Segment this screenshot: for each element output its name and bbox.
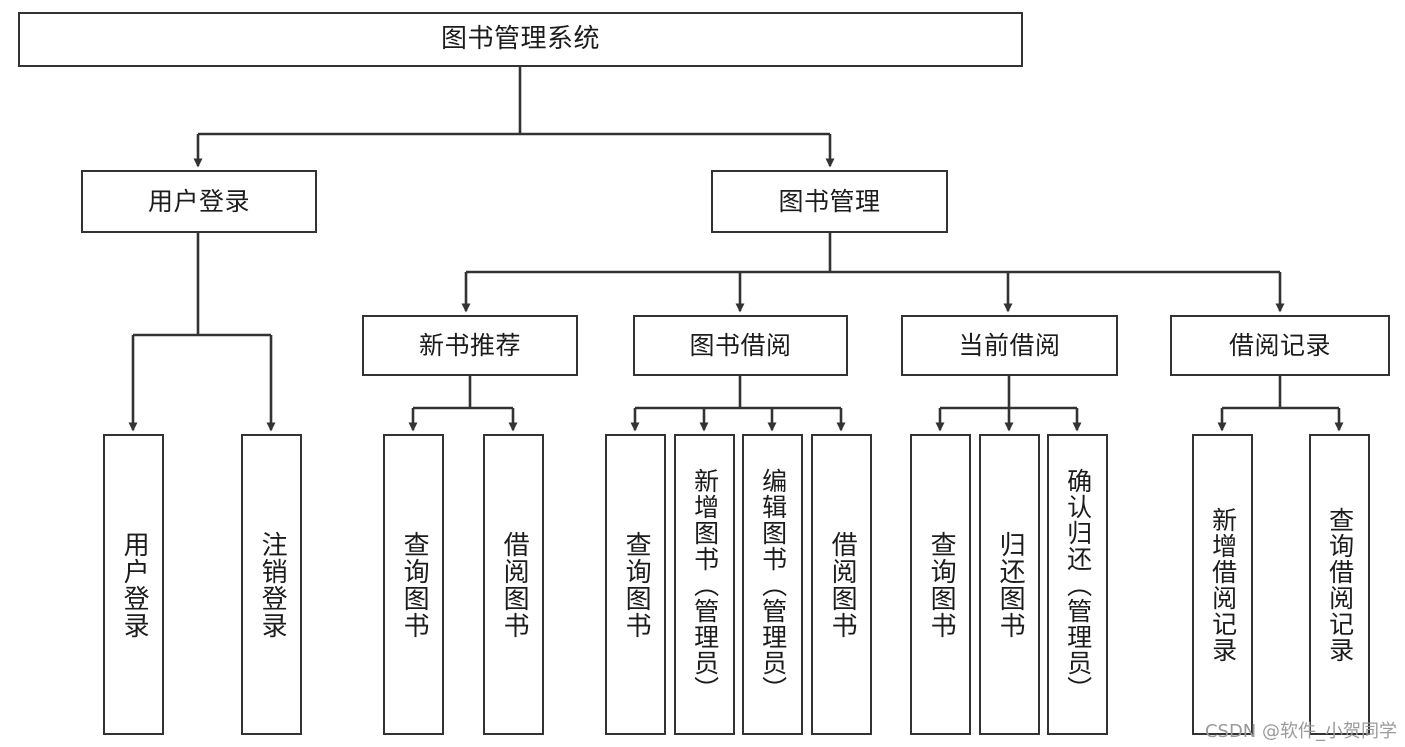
node-leaf-logout[interactable]: 注销登录: [241, 434, 302, 735]
node-leaf-query-borrow-record[interactable]: 查询借阅记录: [1309, 434, 1370, 735]
node-leaf-borrow-book-2-label: 借阅图书: [827, 530, 858, 639]
node-root-label: 图书管理系统: [440, 24, 600, 55]
node-leaf-confirm-return-admin[interactable]: 确认归还（管理员）: [1047, 434, 1108, 735]
node-root[interactable]: 图书管理系统: [18, 12, 1023, 67]
node-leaf-return-book[interactable]: 归还图书: [979, 434, 1040, 735]
node-user-login[interactable]: 用户登录: [81, 170, 317, 233]
node-leaf-query-book-3[interactable]: 查询图书: [910, 434, 971, 735]
node-leaf-return-book-label: 归还图书: [995, 530, 1026, 639]
node-leaf-add-borrow-record[interactable]: 新增借阅记录: [1192, 434, 1253, 735]
node-current-borrow-label: 当前借阅: [958, 330, 1061, 360]
node-leaf-borrow-book-1-label: 借阅图书: [499, 530, 530, 639]
node-leaf-user-login[interactable]: 用户登录: [103, 434, 164, 735]
node-leaf-confirm-return-admin-label: 确认归还（管理员）: [1063, 467, 1093, 702]
node-borrow-record[interactable]: 借阅记录: [1170, 315, 1390, 376]
node-leaf-query-book-2[interactable]: 查询图书: [605, 434, 666, 735]
node-leaf-query-borrow-record-label: 查询借阅记录: [1325, 506, 1355, 663]
node-leaf-borrow-book-2[interactable]: 借阅图书: [811, 434, 872, 735]
node-new-book-rec-label: 新书推荐: [418, 330, 521, 360]
node-new-book-rec[interactable]: 新书推荐: [362, 315, 578, 376]
node-book-borrow[interactable]: 图书借阅: [633, 315, 848, 376]
node-borrow-record-label: 借阅记录: [1228, 330, 1331, 360]
node-leaf-logout-label: 注销登录: [257, 530, 288, 639]
node-leaf-query-book-2-label: 查询图书: [621, 530, 652, 639]
node-leaf-add-book-admin-label: 新增图书（管理员）: [690, 467, 720, 702]
node-book-manage[interactable]: 图书管理: [711, 170, 948, 233]
node-leaf-add-book-admin[interactable]: 新增图书（管理员）: [674, 434, 735, 735]
node-current-borrow[interactable]: 当前借阅: [901, 315, 1118, 376]
node-leaf-query-book-1-label: 查询图书: [399, 530, 430, 639]
watermark: CSDN @软件_小贺同学: [1204, 721, 1397, 742]
node-leaf-query-book-1[interactable]: 查询图书: [383, 434, 444, 735]
node-leaf-user-login-label: 用户登录: [119, 530, 150, 639]
node-leaf-add-borrow-record-label: 新增借阅记录: [1208, 506, 1238, 663]
node-book-borrow-label: 图书借阅: [689, 330, 792, 360]
node-book-manage-label: 图书管理: [778, 186, 881, 216]
node-leaf-query-book-3-label: 查询图书: [926, 530, 957, 639]
node-user-login-label: 用户登录: [147, 186, 250, 216]
node-leaf-borrow-book-1[interactable]: 借阅图书: [483, 434, 544, 735]
node-leaf-edit-book-admin-label: 编辑图书（管理员）: [758, 467, 788, 702]
node-leaf-edit-book-admin[interactable]: 编辑图书（管理员）: [742, 434, 803, 735]
